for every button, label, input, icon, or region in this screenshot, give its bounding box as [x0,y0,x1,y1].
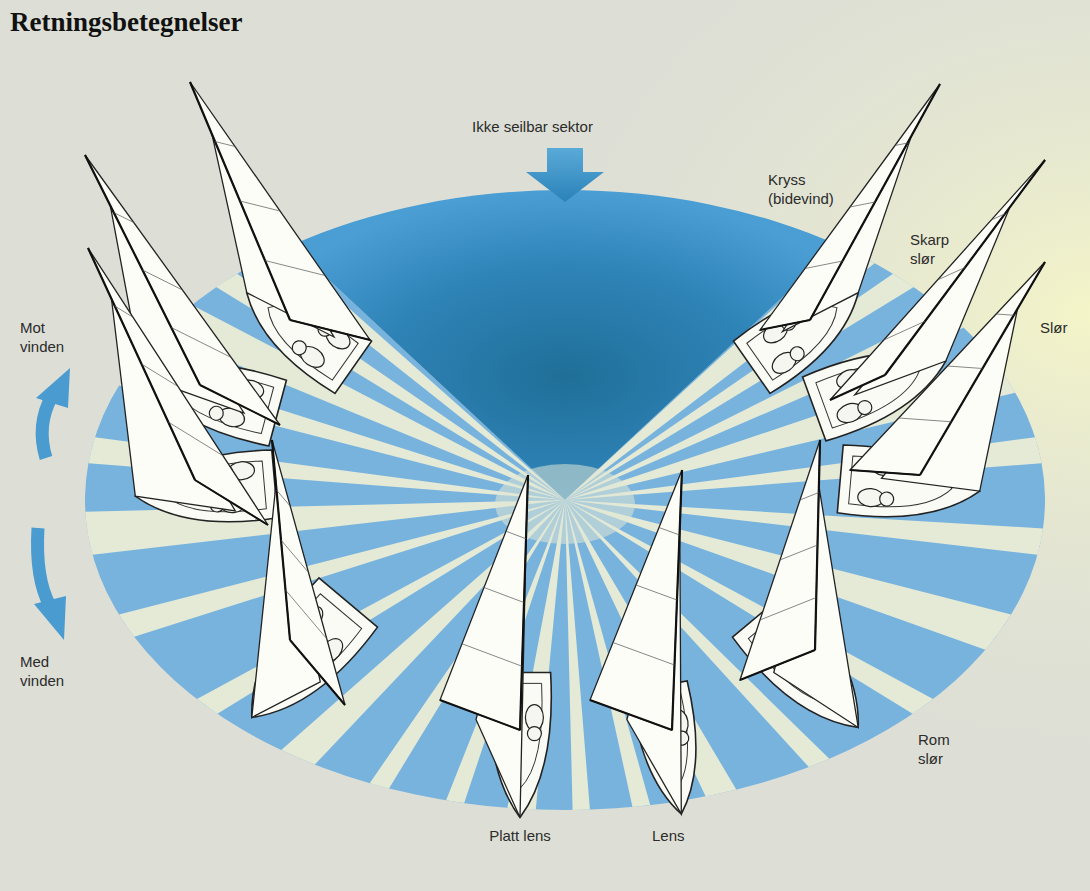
direction-label: Mot vinden [20,318,76,356]
diagram-title: Retningsbetegnelser [10,6,242,38]
boom [830,375,885,400]
direction-label: Ikke seilbar sektor [472,117,662,136]
sail-seam [114,213,134,223]
boats [85,82,1045,819]
main-sail [740,440,820,680]
sail-seam [277,490,291,506]
main-sail [760,84,940,330]
crew-head [879,491,894,506]
sail-seam [760,598,816,621]
main-sail [190,82,370,340]
sailboat [88,248,278,531]
mast [885,160,1045,375]
sail-seam [462,644,522,667]
sector-fan [85,190,1045,810]
sail-seam [899,418,952,422]
sail-seam [115,306,133,317]
sail-seam [780,545,818,560]
sailboat [440,475,551,818]
main-sail [440,475,528,730]
crew-head [527,727,541,741]
direction-label: Rom slør [918,730,968,768]
boom [590,700,672,730]
sail-seam [240,201,280,211]
upwind-arrow [42,396,52,458]
sail-seam [659,528,680,536]
sailboat [733,84,940,394]
downwind-arrow [38,528,51,606]
crew-head [787,344,806,363]
sail-seam [636,585,677,600]
crew-head [208,405,225,422]
boom [290,320,370,340]
sail-seam [805,261,843,269]
sail-seam [948,366,983,369]
sail-seam [996,314,1014,315]
sail-seam [143,270,183,290]
boom [850,470,920,475]
direction-label: Platt lens [488,826,552,845]
direction-label: Kryss (bidevind) [768,170,850,208]
direction-label: Skarp slør [910,230,966,268]
sail-seam [142,364,179,387]
sail-seam [506,531,526,539]
boom [440,700,520,730]
crew-head [856,399,874,417]
crew-head [290,338,309,357]
sail-seam [281,540,309,573]
boom [290,640,345,705]
sail-seam [484,588,524,603]
sail-seam [171,328,231,358]
sail-seam [938,268,966,281]
sailboat [222,440,378,743]
mast [88,248,195,480]
direction-label: Lens [652,826,700,845]
main-sail [590,470,682,730]
boom [740,650,815,680]
main-sail [272,440,345,705]
main-sail [88,248,268,525]
sail-seam [265,261,325,276]
sail-seam [215,142,235,147]
sailboat [590,470,710,819]
boom [200,385,280,425]
sail-seam [800,493,819,501]
direction-label: Slør [1040,318,1084,337]
downwind-arrow-head [34,596,66,640]
sail-seam [884,321,925,340]
sector-ray [565,500,590,810]
sail-seam [168,422,223,456]
sail-seam [286,590,327,639]
upwind-arrow-head [36,368,70,408]
sail-seam [850,202,875,207]
direction-label: Med vinden [20,652,76,690]
boom [195,480,268,525]
sail-seam [895,143,908,146]
sail-seam [613,643,675,666]
wind-arrow [526,148,604,202]
sail-seam [991,214,1005,220]
boom [760,320,810,330]
mast [190,82,290,320]
